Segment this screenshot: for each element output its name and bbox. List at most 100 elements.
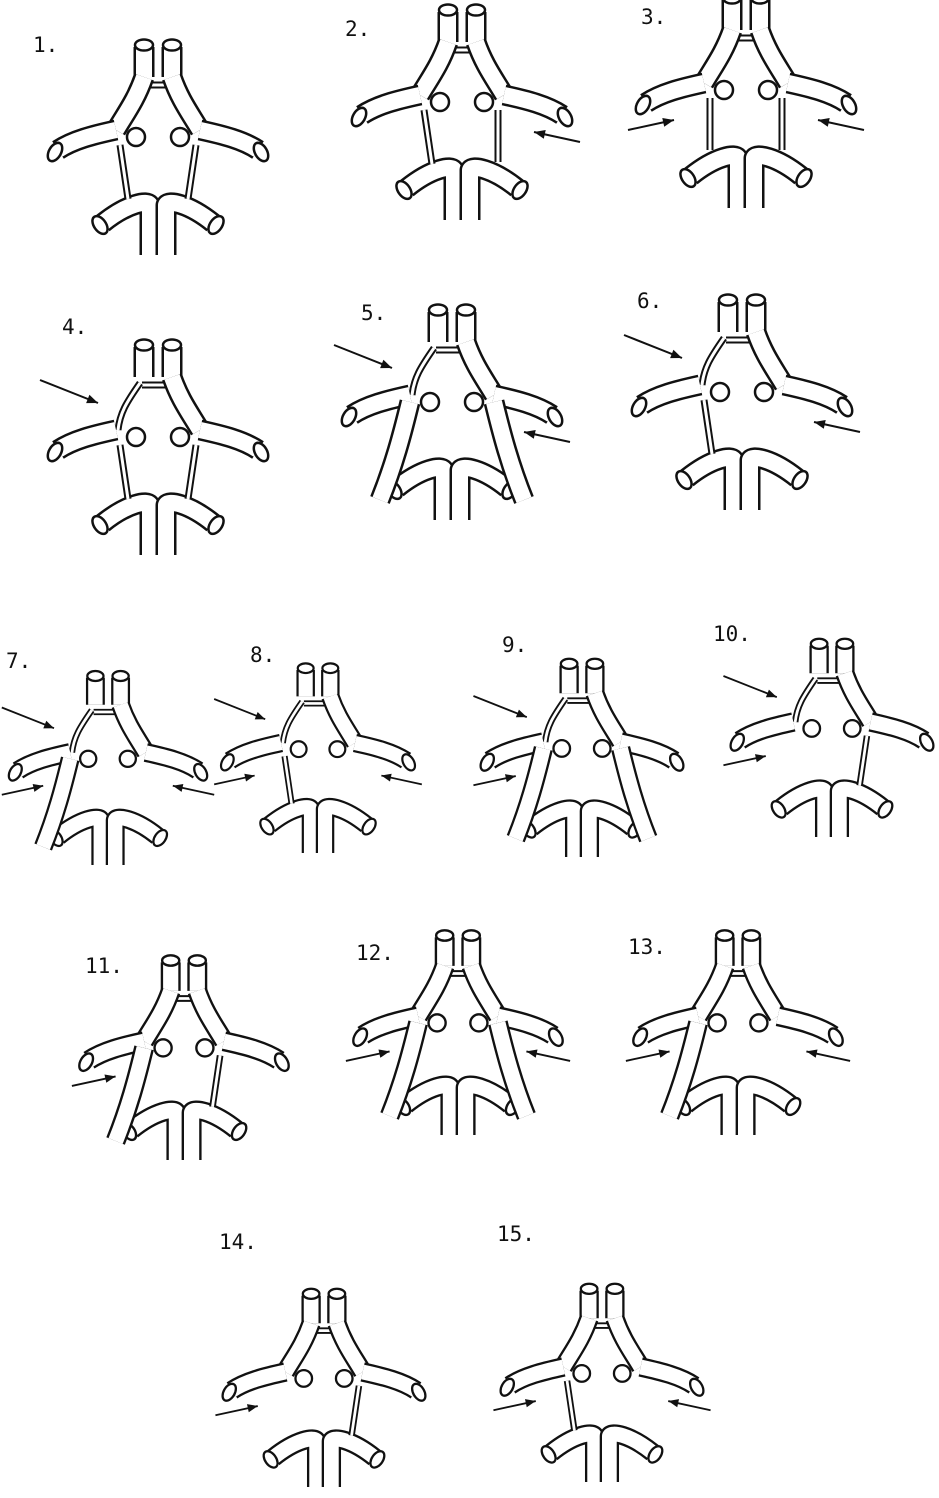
right-internal-carotid-stump [475, 93, 493, 111]
right-internal-carotid-stump [329, 741, 345, 757]
vessel-end-cap [463, 930, 480, 940]
vessel-end-cap [429, 305, 447, 316]
vessel-end-cap [220, 1382, 239, 1403]
variant-pointer-arrow [818, 118, 864, 130]
left-a1-segment [420, 42, 448, 95]
variant-diagram: 12. [346, 930, 570, 1135]
right-internal-carotid-stump [336, 1370, 353, 1387]
vessel-end-cap [719, 295, 737, 306]
left-a1-segment [283, 702, 302, 743]
right-posterior-communicating-artery [213, 1056, 221, 1107]
left-a1-segment [698, 966, 725, 1016]
left-internal-carotid-stump [429, 1014, 446, 1031]
vessel-end-cap [6, 762, 24, 783]
variant-pointer-arrow [2, 784, 43, 795]
left-middle-cerebral-artery [362, 95, 420, 115]
variant-diagram: 14. [215, 1230, 428, 1487]
right-posterior-cerebral-artery [325, 807, 366, 853]
variant-pointer-arrow [2, 708, 54, 729]
right-a1-segment [121, 705, 146, 753]
diagram-number-label: 1. [33, 33, 58, 57]
right-internal-carotid-stump [750, 1014, 767, 1031]
variant-diagram: 2. [345, 5, 580, 221]
left-posterior-cerebral-artery [397, 468, 444, 520]
right-posterior-cerebral-artery [839, 789, 882, 837]
variant-pointer-arrow [723, 676, 776, 697]
right-middle-cerebral-artery [363, 1372, 416, 1390]
vessel-end-cap [826, 1026, 845, 1048]
left-internal-carotid-stump [155, 1039, 172, 1056]
variant-pointer-arrow [493, 1399, 535, 1410]
variant-pointer-arrow [624, 335, 682, 358]
right-middle-cerebral-artery [224, 1041, 279, 1060]
right-middle-cerebral-artery [788, 83, 846, 103]
right-internal-carotid-stump [465, 393, 483, 411]
right-posterior-communicating-artery [352, 1386, 359, 1436]
vessel-end-cap [747, 295, 765, 306]
left-middle-cerebral-artery [232, 1372, 285, 1390]
vessel-end-cap [251, 440, 271, 463]
vessel-end-cap [545, 405, 565, 428]
variant-pointer-arrow [473, 696, 526, 717]
left-posterior-cerebral-artery [687, 458, 734, 510]
left-middle-cerebral-artery [58, 430, 116, 450]
vessel-end-cap [163, 340, 181, 351]
left-a1-segment [412, 348, 434, 395]
diagram-number-label: 4. [62, 315, 87, 339]
right-a1-segment [330, 696, 355, 743]
vessel-end-cap [751, 0, 769, 4]
diagram-number-label: 15. [497, 1222, 535, 1246]
variant-pointer-arrow [173, 784, 214, 795]
vessel-end-cap [400, 752, 418, 773]
vessel-end-cap [607, 1284, 624, 1294]
variant-pointer-arrow [626, 1049, 670, 1060]
right-posterior-cerebral-artery [470, 168, 517, 220]
vessel-end-cap [478, 752, 497, 773]
vessel-end-cap [322, 663, 338, 673]
variant-pointer-arrow [668, 1399, 710, 1410]
diagram-number-label: 6. [637, 289, 662, 313]
variant-pointer-arrow [214, 774, 254, 785]
right-internal-carotid-stump [470, 1014, 487, 1031]
right-posterior-cerebral-artery [166, 203, 213, 255]
vessel-end-cap [45, 140, 65, 163]
diagram-number-label: 12. [356, 941, 394, 965]
right-middle-cerebral-artery [641, 1367, 694, 1385]
left-a1-segment [563, 1318, 589, 1367]
variant-diagram: 5. [334, 301, 570, 520]
right-internal-carotid-stump [171, 128, 189, 146]
left-internal-carotid-stump [291, 741, 307, 757]
vessel-end-cap [457, 305, 475, 316]
left-middle-cerebral-artery [230, 743, 281, 761]
diagram-number-label: 2. [345, 17, 370, 41]
diagram-number-label: 8. [250, 643, 275, 667]
vessel-end-cap [630, 1026, 649, 1048]
right-middle-cerebral-artery [504, 95, 562, 115]
variant-pointer-arrow [534, 130, 580, 142]
left-a1-segment [118, 383, 140, 430]
right-posterior-communicating-artery [188, 445, 196, 499]
diagram-number-label: 3. [641, 5, 666, 29]
left-middle-cerebral-artery [642, 385, 700, 405]
vessel-end-cap [135, 340, 153, 351]
left-middle-cerebral-artery [646, 83, 704, 103]
variant-diagram: 9. [473, 633, 686, 857]
right-internal-carotid-stump [594, 740, 611, 757]
left-a1-segment [72, 710, 92, 752]
left-posterior-cerebral-artery [58, 818, 100, 865]
right-posterior-cerebral-artery [192, 1110, 237, 1160]
variant-diagram: 6. [624, 289, 860, 510]
vessel-end-cap [329, 1289, 346, 1299]
vessel-end-cap [350, 1026, 369, 1048]
vessel-end-cap [728, 732, 747, 753]
variant-diagram: 10. [713, 622, 936, 837]
left-internal-carotid-stump [295, 1370, 312, 1387]
right-posterior-communicating-artery [860, 736, 867, 786]
vessel-end-cap [135, 40, 153, 51]
variant-diagram: 1. [33, 33, 271, 255]
right-posterior-cerebral-artery [746, 1085, 791, 1135]
vessel-end-cap [917, 732, 936, 753]
vessel-end-cap [716, 930, 733, 940]
right-a1-segment [615, 1318, 641, 1367]
left-internal-carotid-stump [421, 393, 439, 411]
